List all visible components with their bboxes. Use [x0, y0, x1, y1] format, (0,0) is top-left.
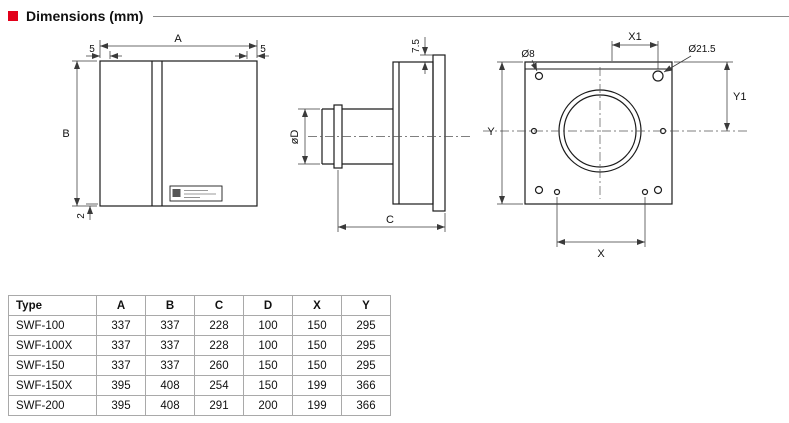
value-cell: 337 — [96, 335, 146, 356]
value-cell: 254 — [194, 375, 244, 396]
mounting-plate-face — [524, 61, 673, 205]
side-view-dimension-labels: 7.5 øD C — [289, 39, 422, 226]
dim-label-x: X — [597, 248, 605, 260]
bottom-hole-left — [553, 188, 561, 196]
value-cell: 260 — [194, 355, 244, 376]
value-cell: 150 — [292, 315, 342, 336]
name-plate-text-lines — [172, 189, 216, 198]
dim-label-y: Y — [487, 126, 495, 138]
name-plate — [169, 185, 223, 202]
dim-label-5-left: 5 — [89, 44, 95, 55]
type-cell: SWF-150 — [8, 355, 97, 376]
table-row-swf-150: SWF-150 337 337 260 150 150 295 — [8, 355, 391, 376]
value-cell: 395 — [96, 375, 146, 396]
page-header: Dimensions (mm) — [0, 0, 789, 24]
dim-label-hole-21-5: Ø21.5 — [688, 44, 716, 55]
face-view-outline — [524, 61, 673, 205]
value-cell: 408 — [145, 395, 195, 416]
side-view-dimension-lines — [298, 37, 446, 232]
table-row-swf-150x: SWF-150X 395 408 254 150 199 366 — [8, 375, 391, 396]
value-cell: 291 — [194, 395, 244, 416]
value-cell: 150 — [292, 355, 342, 376]
corner-hole-top-left — [534, 71, 544, 81]
table-header-row: Type A B C D X Y — [8, 295, 391, 316]
front-view-outline — [99, 60, 258, 207]
value-cell: 199 — [292, 375, 342, 396]
value-cell: 337 — [145, 335, 195, 356]
value-cell: 228 — [194, 315, 244, 336]
dimensions-table: Type A B C D X Y SWF-100 337 337 228 100… — [8, 295, 391, 416]
value-cell: 228 — [194, 335, 244, 356]
corner-hole-bottom-right — [653, 185, 663, 195]
value-cell: 337 — [145, 355, 195, 376]
dim-label-hole-8: Ø8 — [521, 49, 535, 60]
bottom-hole-right — [641, 188, 649, 196]
corner-hole-top-right — [652, 70, 664, 82]
column-header-y: Y — [341, 295, 391, 316]
column-header-type: Type — [8, 295, 97, 316]
dim-label-x1: X1 — [628, 31, 641, 43]
cabinet-front-panel — [99, 60, 258, 207]
dim-label-2: 2 — [76, 213, 87, 219]
value-cell: 200 — [243, 395, 293, 416]
value-cell: 408 — [145, 375, 195, 396]
value-cell: 150 — [243, 375, 293, 396]
column-header-d: D — [243, 295, 293, 316]
value-cell: 100 — [243, 315, 293, 336]
mounting-plate-side — [432, 54, 446, 212]
dim-label-y1: Y1 — [733, 91, 746, 103]
type-cell: SWF-200 — [8, 395, 97, 416]
dim-label-diameter-d: øD — [289, 130, 301, 145]
dim-label-a: A — [174, 33, 182, 45]
red-square-bullet-icon — [8, 11, 18, 21]
type-cell: SWF-150X — [8, 375, 97, 396]
front-view-dimension-lines — [72, 40, 269, 220]
value-cell: 295 — [341, 355, 391, 376]
face-view-dimension-labels: X1 Ø8 Ø21.5 Y Y1 X — [487, 31, 746, 260]
dim-label-b: B — [62, 128, 69, 140]
type-cell: SWF-100X — [8, 335, 97, 356]
front-view-dimension-labels: A 5 5 B 2 — [62, 33, 266, 219]
column-header-x: X — [292, 295, 342, 316]
table-row-swf-100x: SWF-100X 337 337 228 100 150 295 — [8, 335, 391, 356]
table-row-swf-200: SWF-200 395 408 291 200 199 366 — [8, 395, 391, 416]
value-cell: 150 — [243, 355, 293, 376]
value-cell: 337 — [96, 315, 146, 336]
value-cell: 366 — [341, 375, 391, 396]
type-cell: SWF-100 — [8, 315, 97, 336]
value-cell: 395 — [96, 395, 146, 416]
dimensions-diagram: A 5 5 B 2 7.5 øD C — [62, 31, 748, 260]
value-cell: 337 — [96, 355, 146, 376]
value-cell: 366 — [341, 395, 391, 416]
side-view-outline — [321, 54, 446, 212]
dim-label-5-right: 5 — [260, 44, 266, 55]
face-view-dimension-lines — [497, 41, 733, 247]
corner-hole-bottom-left — [534, 185, 544, 195]
page-title: Dimensions (mm) — [26, 8, 144, 24]
dim-label-c: C — [386, 214, 394, 226]
column-header-c: C — [194, 295, 244, 316]
header-rule — [153, 15, 789, 17]
column-header-b: B — [145, 295, 195, 316]
value-cell: 295 — [341, 315, 391, 336]
value-cell: 150 — [292, 335, 342, 356]
value-cell: 199 — [292, 395, 342, 416]
dim-label-7-5: 7.5 — [411, 39, 422, 53]
value-cell: 295 — [341, 335, 391, 356]
table-row-swf-100: SWF-100 337 337 228 100 150 295 — [8, 315, 391, 336]
value-cell: 337 — [145, 315, 195, 336]
column-header-a: A — [96, 295, 146, 316]
value-cell: 100 — [243, 335, 293, 356]
